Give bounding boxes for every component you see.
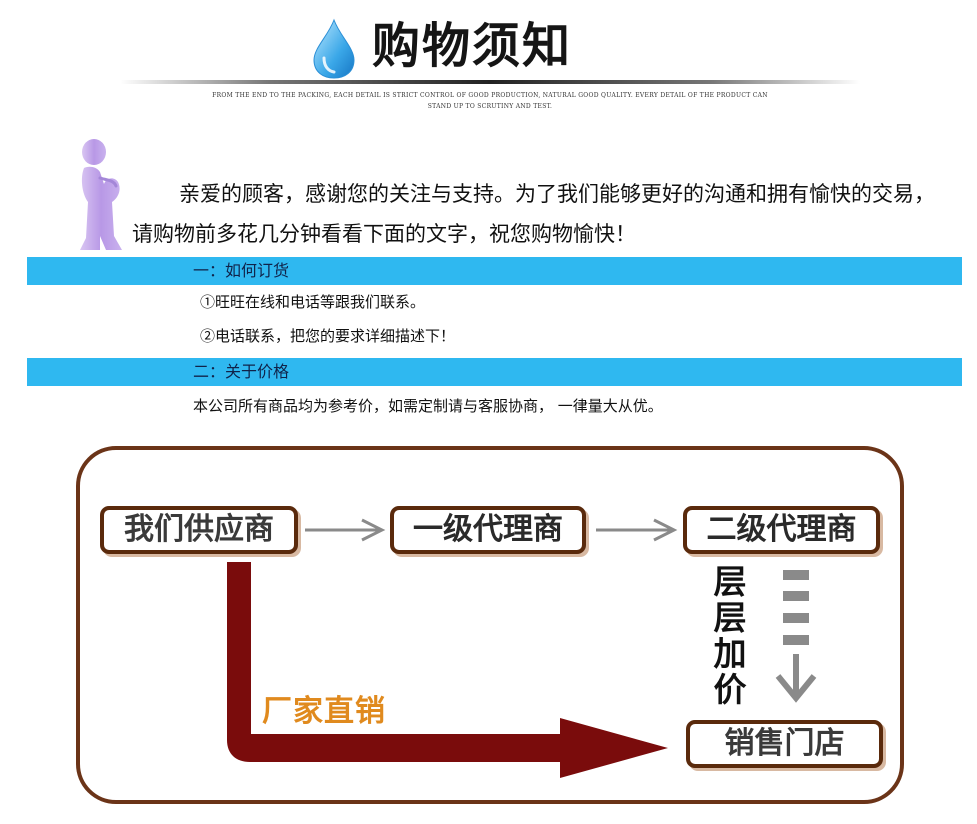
markup-char: 价 bbox=[713, 670, 747, 709]
arrow-level1-to-level2 bbox=[596, 518, 678, 542]
node-level2-agent: 二级代理商 bbox=[683, 506, 880, 554]
section-heading: 一：如何订货 bbox=[193, 261, 290, 280]
markup-char: 层 bbox=[713, 562, 747, 601]
section-header-pricing: 二：关于价格 bbox=[27, 358, 962, 386]
intro-paragraph: 亲爱的顾客，感谢您的关注与支持。为了我们能够更好的沟通和拥有愉快的交易，请购物前… bbox=[132, 182, 935, 246]
thinking-person-icon bbox=[80, 139, 122, 250]
dashed-down-arrow bbox=[775, 570, 817, 703]
page-title: 购物须知 bbox=[372, 18, 573, 74]
markup-label: 层 层 加 价 bbox=[708, 564, 752, 708]
markup-char: 层 bbox=[713, 598, 747, 637]
title-divider bbox=[120, 80, 860, 84]
pricing-note: 本公司所有商品均为参考价，如需定制请与客服协商， 一律量大从优。 bbox=[193, 397, 663, 415]
section-heading: 二：关于价格 bbox=[193, 362, 290, 381]
arrow-supplier-to-level1 bbox=[305, 518, 386, 542]
page-subtitle: FROM THE END TO THE PACKING, EACH DETAIL… bbox=[212, 92, 768, 110]
distribution-diagram-frame bbox=[76, 446, 904, 804]
node-supplier: 我们供应商 bbox=[100, 506, 298, 554]
section-header-ordering: 一：如何订货 bbox=[27, 257, 962, 285]
markup-char: 加 bbox=[713, 634, 747, 673]
water-drop-icon bbox=[313, 18, 355, 79]
ordering-step-2: ②电话联系，把您的要求详细描述下！ bbox=[200, 327, 456, 345]
node-retail-store: 销售门店 bbox=[686, 720, 883, 768]
direct-sale-label: 厂家直销 bbox=[262, 694, 386, 729]
ordering-step-1: ①旺旺在线和电话等跟我们联系。 bbox=[200, 293, 426, 311]
node-level1-agent: 一级代理商 bbox=[390, 506, 586, 554]
direct-sale-arrow bbox=[227, 562, 668, 778]
